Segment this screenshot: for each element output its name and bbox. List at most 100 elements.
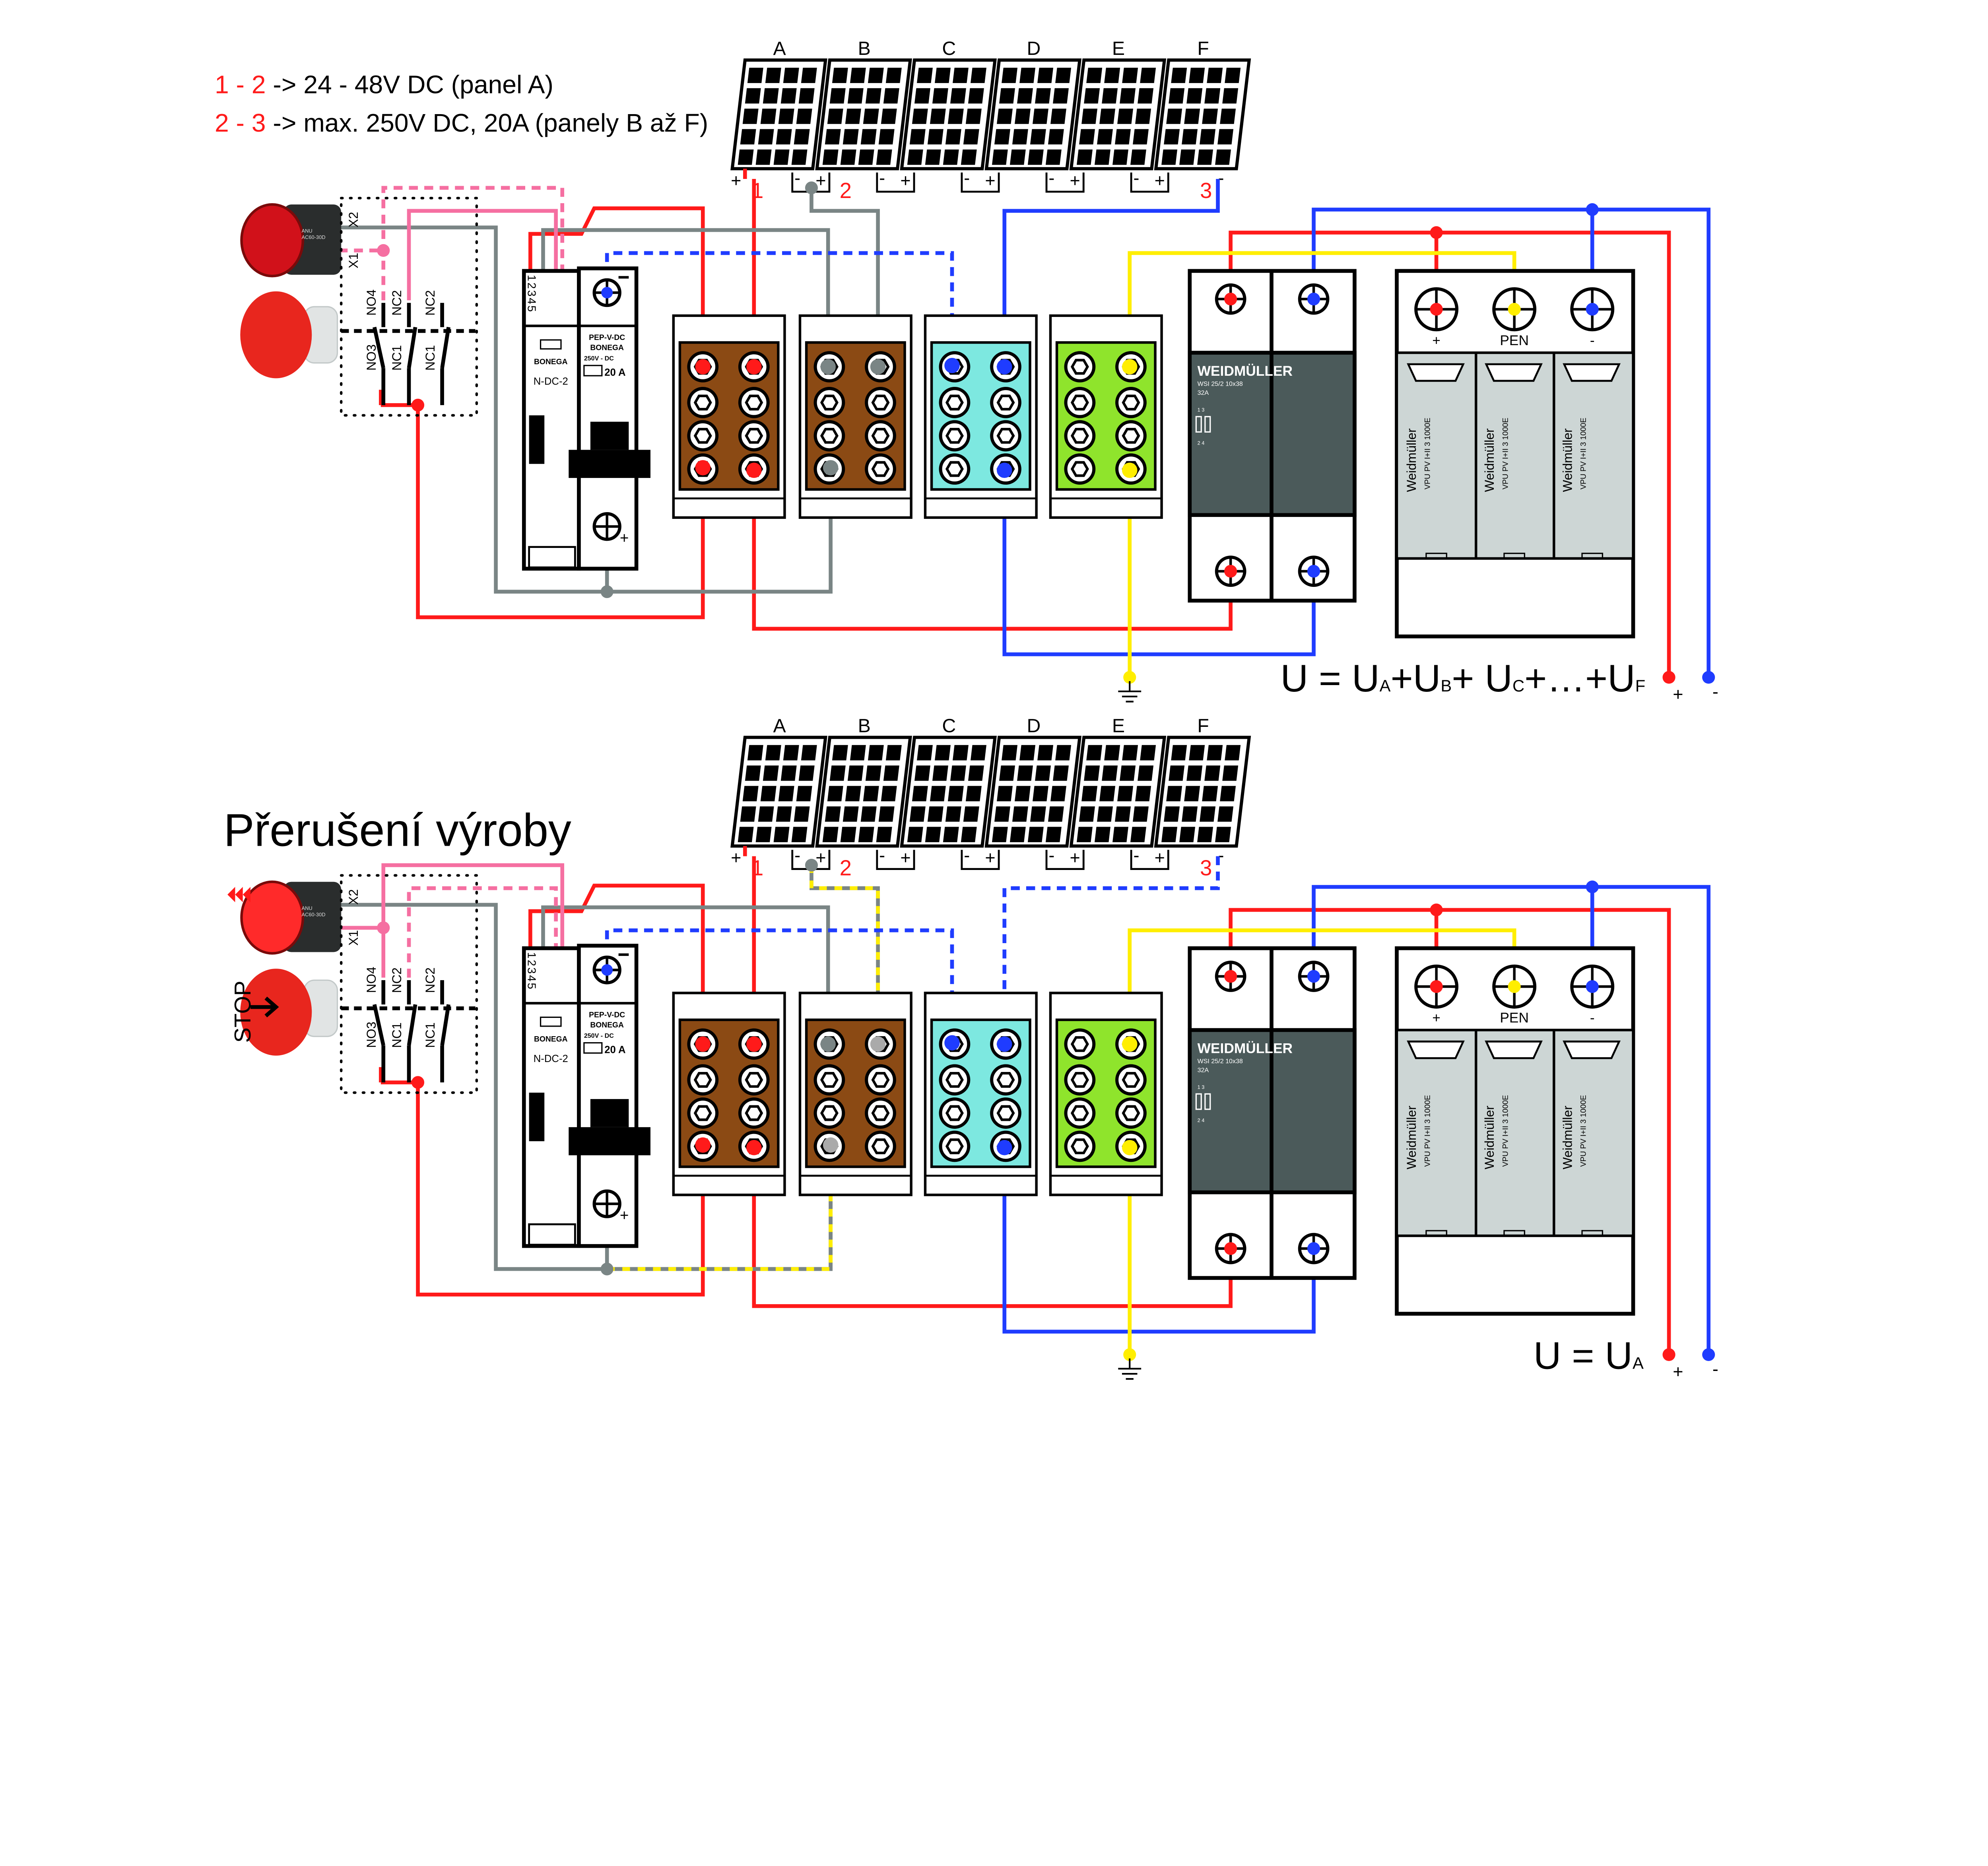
solar-cell	[1099, 109, 1116, 124]
contact-blade	[373, 326, 385, 369]
terminal-connection-dot	[996, 1140, 1012, 1155]
solar-cell	[907, 150, 923, 165]
solar-cell	[760, 786, 777, 802]
solar-cell	[747, 745, 763, 761]
solar-cell	[950, 765, 966, 781]
solar-cell	[1035, 765, 1051, 781]
spd-model: VPU PV I+II 3 1000E	[1424, 1095, 1432, 1167]
spd-terminal-dot	[1508, 980, 1521, 993]
contact-label: NO4	[364, 289, 379, 316]
terminal-connection-dot	[746, 462, 762, 478]
wire-no4	[381, 186, 565, 301]
formula-main: U = U	[1534, 1334, 1633, 1377]
plus-mark: +	[620, 530, 629, 547]
screw-head	[871, 461, 890, 477]
minus-terminal-dot	[601, 964, 613, 976]
solar-cell	[1015, 109, 1031, 124]
wire-plus-output	[1229, 231, 1671, 678]
solar-cell	[1037, 745, 1054, 761]
terminal-screw	[1115, 420, 1147, 452]
solar-cell	[917, 745, 933, 761]
solar-cell	[1084, 765, 1100, 781]
lamp-terminal-x2: X2	[346, 889, 361, 905]
contact-block-outline	[340, 196, 478, 417]
solar-cell	[1086, 745, 1103, 761]
screw-head	[871, 1105, 890, 1121]
terminal-connection-dot	[823, 1137, 839, 1153]
contact-label: NC2	[390, 967, 404, 993]
solar-cell	[776, 129, 792, 145]
fuse-handle	[590, 1099, 629, 1127]
screw-head	[745, 1072, 763, 1088]
solar-cell	[1166, 109, 1182, 124]
solar-cell	[745, 765, 761, 781]
solar-cell	[943, 827, 959, 843]
lamp-terminal-x1: X1	[346, 253, 361, 268]
terminal-screw	[865, 1097, 896, 1129]
solar-cell	[738, 150, 754, 165]
solar-cell	[1012, 806, 1028, 822]
lamp-lens	[240, 880, 304, 955]
solar-cell	[883, 88, 899, 104]
solar-cell	[1179, 827, 1195, 843]
solar-cell	[1207, 745, 1223, 761]
solar-cell	[1104, 745, 1120, 761]
disconnector-model: N-DC-2	[534, 1053, 568, 1064]
solar-cell	[863, 786, 879, 802]
solar-cell	[738, 827, 754, 843]
solar-cell	[1197, 150, 1213, 165]
screw-head	[1070, 394, 1089, 411]
fuse-holder-terminal-dot	[1307, 1242, 1320, 1255]
series-link	[961, 850, 1000, 870]
solar-cell	[927, 806, 944, 822]
solar-cell	[994, 129, 1010, 145]
solar-cell	[930, 109, 946, 124]
solar-cell	[1037, 68, 1054, 83]
fuse-module-current: 20 A	[604, 367, 625, 378]
solar-cell	[829, 88, 846, 104]
plus-mark: +	[620, 1207, 629, 1224]
solar-cell	[1045, 827, 1062, 843]
legend-line-2: 2 - 3 -> max. 250V DC, 20A (panely B až …	[215, 109, 708, 137]
terminal-connection-dot	[996, 462, 1012, 478]
spd-terminal-label: -	[1590, 333, 1595, 348]
spd-clip	[1425, 1230, 1447, 1237]
output-minus-label: -	[1712, 682, 1718, 702]
spd-window	[1407, 1041, 1465, 1059]
solar-cell	[1140, 68, 1156, 83]
output-terminals: +-	[1662, 1348, 1718, 1382]
spd-model: VPU PV I+II 3 1000E	[1502, 1095, 1510, 1167]
panel-label: F	[1197, 715, 1209, 737]
terminal-screw	[1115, 387, 1147, 418]
terminal-screw	[990, 420, 1021, 452]
junction-dot	[377, 921, 390, 934]
spd-model: VPU PV I+II 3 1000E	[1502, 417, 1510, 489]
panel-minus-terminal: -	[1048, 168, 1054, 188]
panel-minus-terminal: -	[1133, 168, 1139, 188]
panel-label: D	[1027, 715, 1041, 737]
junction-dot	[600, 585, 613, 598]
screw-head	[871, 1138, 890, 1154]
solar-cell	[1104, 68, 1120, 83]
solar-cell	[794, 806, 810, 822]
terminal-screw	[990, 387, 1021, 418]
solar-cell	[845, 109, 861, 124]
fuse-holder-terminal-dot	[1224, 565, 1237, 578]
spd-clip	[1503, 1230, 1525, 1237]
solar-cell	[780, 88, 797, 104]
solar-cell	[858, 827, 874, 843]
screw-head	[693, 394, 712, 411]
terminal-screw	[1064, 351, 1096, 383]
terminal-screw	[939, 1097, 971, 1129]
junction-dot	[377, 244, 390, 257]
solar-cell	[1135, 786, 1151, 802]
terminal-screw	[687, 387, 719, 418]
contact-blade	[440, 327, 450, 369]
screw-head	[1070, 359, 1089, 375]
output-minus-dot	[1702, 1348, 1715, 1361]
solar-cell	[1112, 150, 1128, 165]
